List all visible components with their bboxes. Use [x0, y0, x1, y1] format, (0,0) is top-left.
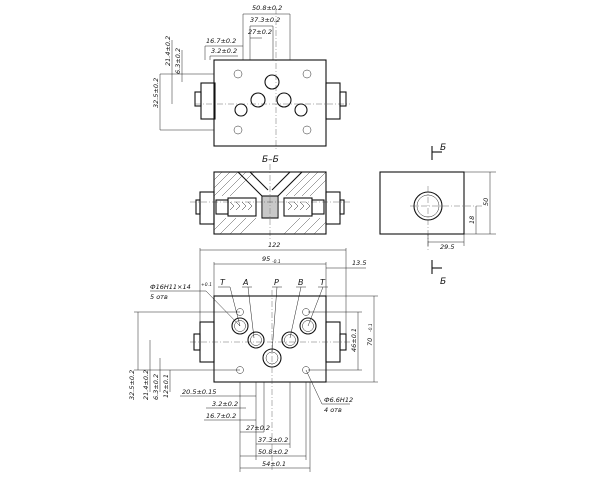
port-label-b: B: [298, 278, 304, 287]
bottom-dim-16-7: 16.7±0.2: [206, 412, 236, 420]
bottom-view-body: [213, 295, 327, 383]
side-dim-18: 18: [468, 216, 476, 224]
bottom-dim-3-2: 3.2±0.2: [212, 400, 238, 408]
bottom-dim-27: 27±0.2: [246, 424, 270, 432]
bottom-dim-70-tol: -0.1: [368, 323, 374, 332]
bottom-dim-50-8: 50.8±0.2: [258, 448, 288, 456]
bottom-dim-37-3: 37.3±0.2: [258, 436, 288, 444]
section-label: Б–Б: [262, 155, 279, 165]
top-dim-32-5: 32.5±0.2: [152, 78, 160, 108]
bottom-dim-95: 95: [262, 255, 270, 263]
bottom-view: 122 95 -0.1 13.5 T A P B T Ф16H11×14 +0.…: [128, 241, 378, 472]
port-label-t-left: T: [220, 278, 226, 287]
top-dim-37-3: 37.3±0.2: [250, 16, 280, 24]
hole-note-6-6h12: Ф6.6H12: [324, 396, 353, 404]
top-view: 50.8±0.2 37.3±0.2 27±0.2 16.7±0.2 3.2±0.…: [152, 4, 350, 150]
top-dim-3-2: 3.2±0.2: [211, 47, 237, 55]
top-dim-6-3: 6.3±0.2: [174, 48, 182, 74]
bottom-dim-13-5: 13.5: [352, 259, 366, 267]
bottom-dim-6-3: 6.3±0.2: [152, 374, 160, 400]
side-dim-50: 50: [482, 198, 490, 206]
cut-label-top: Б: [440, 143, 446, 153]
bottom-dim-12: 12±0.1: [162, 374, 170, 398]
hole-note-16h11-count: 5 отв: [150, 293, 168, 301]
hole-note-16h11-tol: +0.1: [201, 282, 212, 288]
port-label-t-right: T: [320, 278, 326, 287]
bottom-dim-46: 46±0.1: [350, 328, 358, 352]
top-dim-50-8: 50.8±0.2: [252, 4, 282, 12]
side-view: Б Б 50 18 29.5: [379, 143, 496, 287]
bottom-dim-32-5: 32.5±0.2: [128, 370, 136, 400]
bottom-dim-21-4: 21.4±0.2: [142, 370, 150, 400]
top-view-body: [213, 59, 327, 147]
bottom-dim-20-5: 20.5±0.15: [182, 388, 216, 396]
hole-note-16h11: Ф16H11×14: [150, 283, 191, 291]
cut-label-bottom: Б: [440, 277, 446, 287]
port-label-a: A: [242, 278, 248, 287]
top-dim-27: 27±0.2: [248, 28, 272, 36]
side-dim-29-5: 29.5: [440, 243, 454, 251]
bottom-dim-54: 54±0.1: [262, 460, 286, 468]
bottom-dim-70: 70: [366, 338, 374, 346]
top-dim-16-7: 16.7±0.2: [206, 37, 236, 45]
bottom-dim-95-tol: -0.1: [272, 259, 281, 265]
hole-note-6-6h12-count: 4 отв: [324, 406, 342, 414]
top-dim-21-4: 21.4±0.2: [164, 36, 172, 66]
side-view-body: [379, 171, 465, 235]
port-label-p: P: [274, 278, 279, 287]
bottom-dim-122: 122: [268, 241, 280, 249]
section-view: [190, 164, 350, 240]
